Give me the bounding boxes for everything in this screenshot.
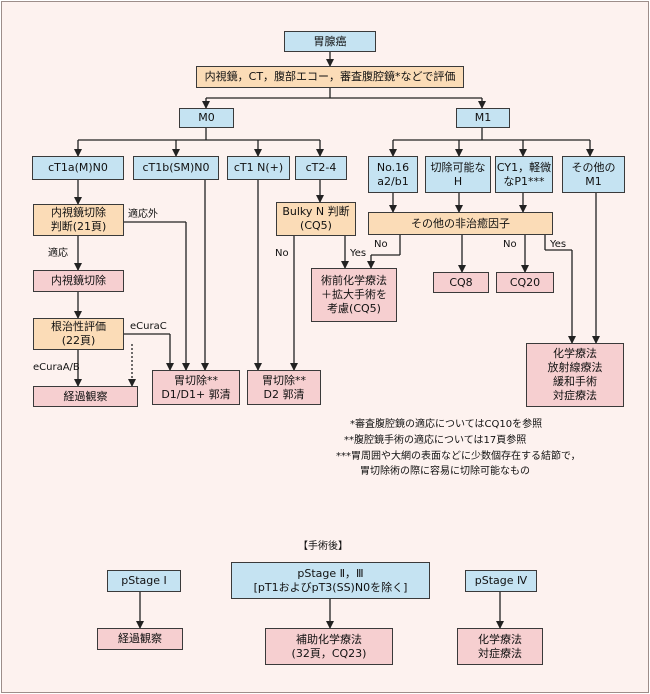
label-yes-bulky: Yes (350, 248, 367, 259)
node-resectable-h: 切除可能な H (425, 156, 491, 193)
postop-header: 【手術後】 (298, 541, 348, 552)
node-observation: 経過観察 (33, 386, 138, 407)
node-cq20: CQ20 (496, 272, 554, 293)
node-non-curative: その他の非治癒因子 (368, 212, 553, 235)
node-pstage1: pStage Ⅰ (107, 570, 181, 592)
label-no-1: No (374, 239, 388, 250)
node-m0: M0 (179, 108, 234, 128)
label-indication: 適応 (48, 248, 68, 259)
node-bulky: Bulky N 判断 (CQ5) (276, 202, 356, 236)
node-stomach-cancer: 胃腺癌 (284, 31, 376, 52)
node-other-m1: その他の M1 (562, 156, 625, 193)
node-endo-judge: 内視鏡切除 判断(21頁) (33, 204, 124, 236)
footnote-2: **腹腔鏡手術の適応については17頁参照 (344, 435, 527, 446)
node-m1: M1 (456, 108, 510, 128)
node-cy1: CY1，軽微 なP1*** (495, 156, 553, 193)
node-cq8: CQ8 (433, 272, 489, 293)
node-ct1n: cT1 N(+) (227, 156, 290, 180)
node-endo-resection: 内視鏡切除 (33, 270, 124, 292)
node-evaluation: 内視鏡，CT，腹部エコー，審査腹腔鏡*などで評価 (196, 66, 464, 88)
node-chemo-symptom: 化学療法 対症療法 (457, 628, 543, 665)
footnote-3: ***胃周囲や大網の表面などに少数個存在する結節で， (336, 451, 581, 462)
node-preop-chemo: 術前化学療法 ＋拡大手術を 考慮(CQ5) (311, 268, 397, 322)
node-no16: No.16 a2/b1 (368, 156, 418, 193)
node-adjuvant: 補助化学療法 (32頁，CQ23) (265, 628, 393, 665)
node-ct1b: cT1b(SM)N0 (133, 156, 219, 180)
label-no-bulky: No (275, 248, 289, 259)
footnote-4: 胃切除術の際に容易に切除可能なもの (360, 466, 530, 477)
node-gastrectomy-d2: 胃切除** D2 郭清 (247, 370, 321, 405)
node-pstage23: pStage Ⅱ，Ⅲ [pT1およびpT3(SS)N0を除く] (231, 562, 430, 599)
node-chemo-list: 化学療法 放射線療法 緩和手術 対症療法 (526, 343, 624, 407)
label-ecuraab: eCuraA/B (33, 362, 80, 373)
node-curative-eval: 根治性評価 (22頁) (33, 318, 124, 350)
node-post-observation: 経過観察 (97, 628, 183, 650)
label-indication-out: 適応外 (128, 209, 158, 220)
node-ct1a: cT1a(M)N0 (32, 156, 124, 180)
label-ecurac: eCuraC (130, 321, 167, 332)
node-gastrectomy-d1: 胃切除** D1/D1+ 郭清 (152, 370, 240, 405)
label-no-2: No (503, 239, 517, 250)
label-yes-2: Yes (550, 239, 567, 250)
node-pstage4: pStage Ⅳ (465, 570, 537, 592)
footnote-1: *審査腹腔鏡の適応についてはCQ10を参照 (350, 419, 543, 430)
node-ct2: cT2-4 (295, 156, 347, 180)
